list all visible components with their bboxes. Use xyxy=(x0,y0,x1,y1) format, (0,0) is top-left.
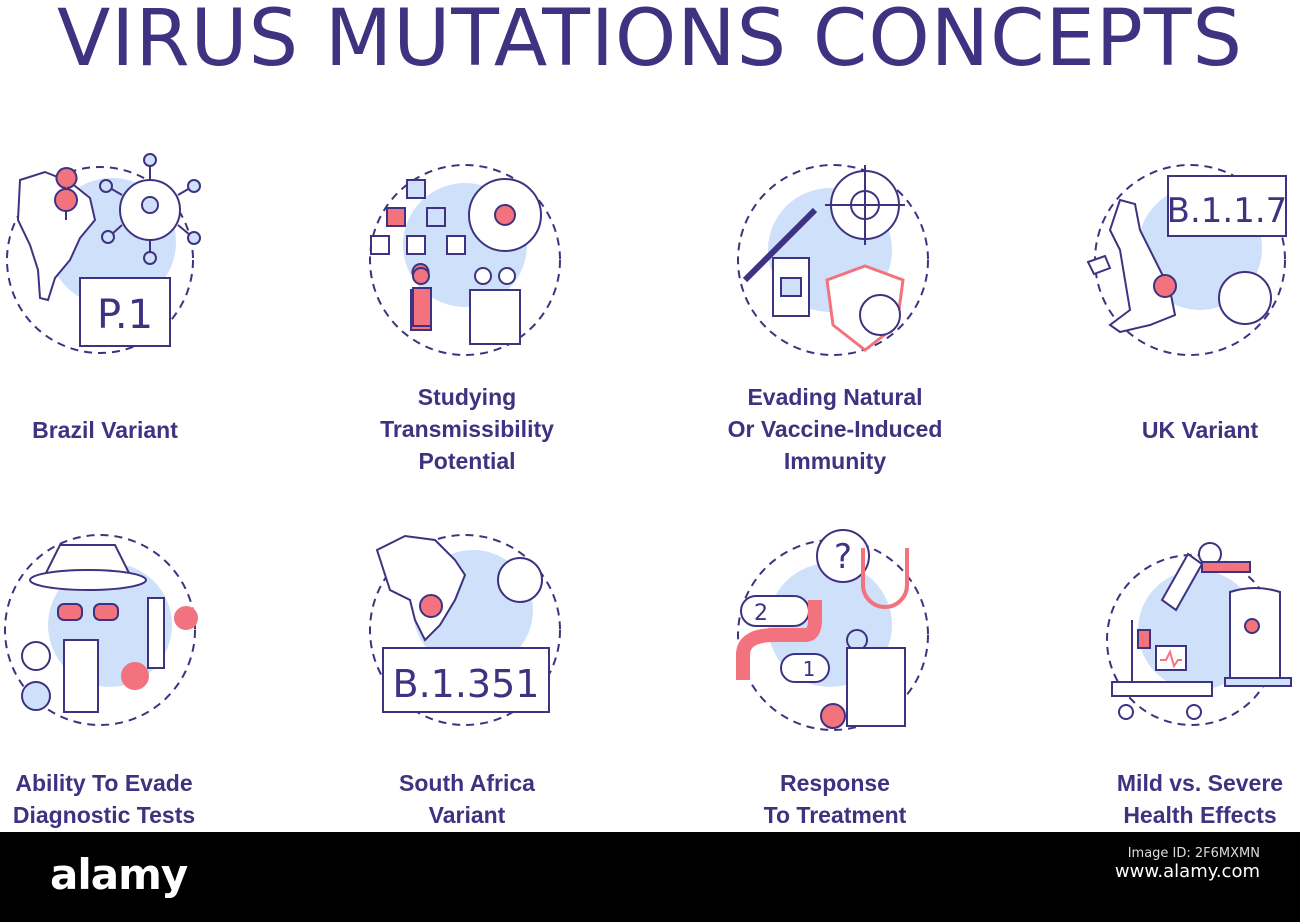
svg-text:1: 1 xyxy=(803,657,816,681)
image-id-block: Image ID: 2F6MXMN www.alamy.com xyxy=(1115,846,1260,882)
concept-label: Ability To Evade Diagnostic Tests xyxy=(12,770,196,828)
africa-map-virus-icon: B.1.351 xyxy=(365,530,585,740)
concept-label: Response To Treatment xyxy=(763,770,907,828)
watermark-footer: alamy Image ID: 2F6MXMN www.alamy.com xyxy=(0,832,1300,922)
concept-label: UK Variant xyxy=(1141,417,1259,443)
page-title: VIRUS MUTATIONS CONCEPTS xyxy=(56,0,1244,84)
hospital-bed-icon xyxy=(1080,530,1300,740)
concept-label: Studying Transmissibility Potential xyxy=(380,384,554,474)
vaccine-shield-icon xyxy=(725,150,945,360)
disguised-virus-icon xyxy=(0,530,220,740)
treatment-stethoscope-icon: ? 2 1 xyxy=(725,529,945,740)
image-url: www.alamy.com xyxy=(1114,861,1260,882)
variant-code: B.1.1.7 xyxy=(1167,191,1288,231)
svg-text:?: ? xyxy=(834,537,852,577)
variant-code: P.1 xyxy=(97,292,153,338)
concept-label: Evading Natural Or Vaccine-Induced Immun… xyxy=(727,384,943,474)
concept-label: South Africa Variant xyxy=(399,770,535,828)
uk-map-virus-icon: B.1.1.7 xyxy=(1080,150,1300,360)
transmission-network-icon xyxy=(365,150,585,360)
svg-text:2: 2 xyxy=(754,601,768,626)
concept-label: Mild vs. Severe Health Effects xyxy=(1116,770,1284,828)
brazil-map-virus-icon: P.1 xyxy=(0,150,220,360)
image-id-label: Image ID: 2F6MXMN xyxy=(1127,846,1260,861)
concept-label: Brazil Variant xyxy=(32,417,178,443)
variant-code: B.1.351 xyxy=(393,662,540,706)
alamy-logo: alamy xyxy=(50,850,188,899)
